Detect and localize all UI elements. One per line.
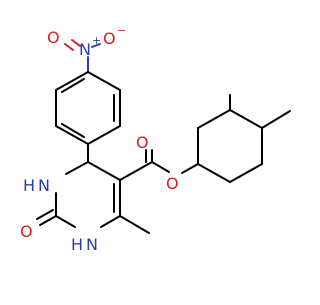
cyclohexyl-ring — [197, 94, 291, 183]
n3-label: N — [38, 176, 50, 195]
ester-group: O O — [119, 133, 199, 193]
carbonyl-o-label: O — [136, 133, 149, 152]
n1-label: N — [86, 235, 98, 254]
phenyl-ring — [55, 71, 121, 145]
bond-c6-n1 — [100, 215, 121, 228]
urea-o-label: O — [20, 222, 33, 241]
bond-n-o-top — [71, 39, 81, 47]
ring-bond — [55, 125, 89, 145]
nitro-o-top-label: O — [47, 28, 60, 47]
nitro-n-charge: + — [92, 34, 101, 47]
bond-c2-o-double — [36, 209, 54, 220]
bond-c2-o — [39, 215, 57, 226]
ring-bond — [229, 109, 263, 129]
bond-c5-carbonyl — [119, 161, 153, 181]
molecule-diagram: O N + O − N — [20, 24, 291, 254]
bond-n-o-top-double — [64, 43, 74, 51]
n1-h-label: H — [71, 235, 83, 254]
structure-svg: O N + O − N — [20, 24, 291, 254]
pyrimidinone-ring: N H O H N — [20, 161, 150, 254]
nitro-group: O N + O − — [47, 24, 126, 73]
ring-bond — [55, 71, 89, 91]
bond-n-o-right — [91, 43, 101, 48]
bond-c6-methyl — [119, 215, 150, 234]
ring-double-bond — [61, 123, 85, 138]
ring-bond — [197, 163, 231, 183]
ring-bond — [229, 163, 263, 183]
ring-bond — [197, 109, 231, 129]
n3-h-label: H — [23, 176, 35, 195]
ring-bond — [87, 125, 121, 145]
bond-oester-cyclohexyl — [181, 163, 199, 174]
ring-double-bond — [61, 78, 85, 93]
bond-c4-c5 — [87, 161, 121, 181]
ester-o-label: O — [166, 174, 179, 193]
bond-c4-methyl — [261, 110, 291, 129]
nitro-n-label: N — [79, 40, 91, 59]
nitro-o-right-label: O — [103, 29, 116, 48]
bond-n3-c4 — [65, 161, 89, 175]
nitro-o-right-charge: − — [117, 24, 126, 37]
bond-carbonyl-oester — [151, 161, 170, 173]
bond-n1-c2 — [55, 215, 76, 228]
ring-bond — [87, 71, 121, 91]
